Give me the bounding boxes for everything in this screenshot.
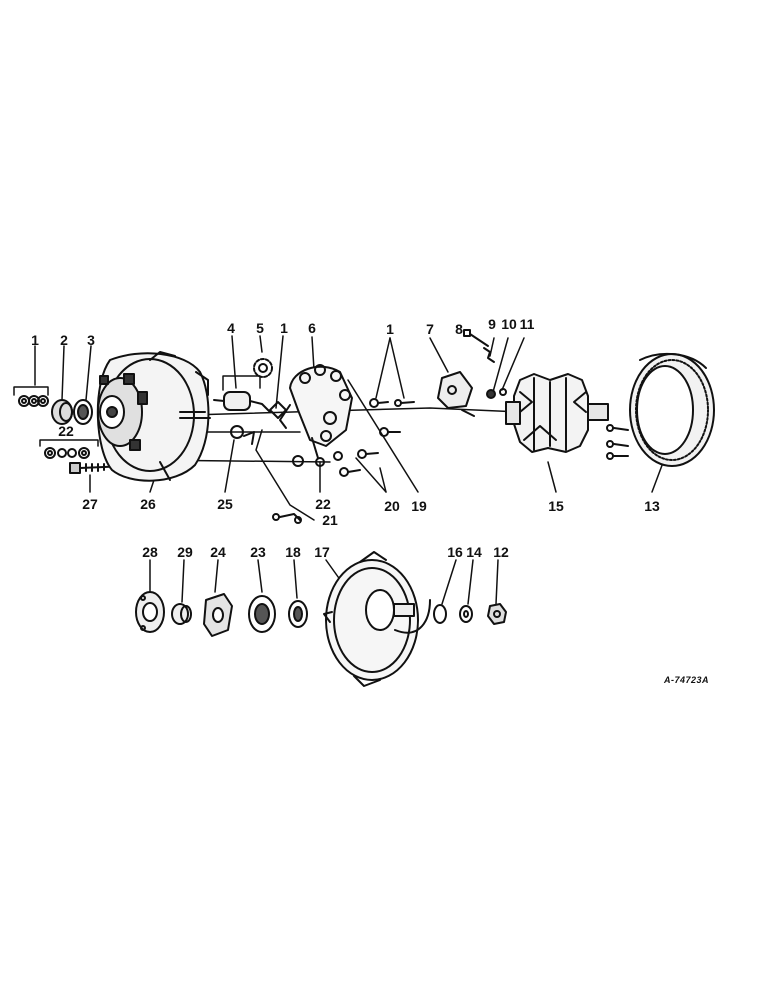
callout-5: 5 <box>256 320 264 336</box>
callout-2: 2 <box>60 332 68 348</box>
part-26-rear-housing <box>96 351 211 482</box>
part-6-rectifier <box>279 364 353 459</box>
part-4-capacitor <box>213 391 271 413</box>
part-20-insulators <box>339 449 379 477</box>
part-2-cap <box>51 399 73 425</box>
group-brackets <box>13 375 315 521</box>
part-18-seal <box>288 600 308 628</box>
part-21-strap <box>272 513 302 524</box>
callout-22-mid: 22 <box>315 496 331 512</box>
callout-1-mid: 1 <box>280 320 288 336</box>
part-3-seal <box>73 399 93 425</box>
drawing-reference-code: A-74723A <box>664 675 710 685</box>
part-22-washers <box>44 447 90 459</box>
callout-15: 15 <box>548 498 564 514</box>
part-24-plate <box>203 593 233 637</box>
callout-22-left: 22 <box>58 423 74 439</box>
part-13-stator <box>606 352 715 467</box>
part-9-spring <box>483 347 495 363</box>
part-23-bearing <box>248 595 276 633</box>
callout-17: 17 <box>314 544 330 560</box>
callout-8: 8 <box>455 321 463 337</box>
part-14-lockwasher <box>459 605 473 623</box>
part-8-brush <box>463 329 489 347</box>
callout-19: 19 <box>411 498 427 514</box>
part-12-nut <box>487 603 507 625</box>
callout-7: 7 <box>426 321 434 337</box>
callout-4: 4 <box>227 320 235 336</box>
part-5-star-washer <box>253 358 273 378</box>
part-16-spacer <box>433 604 447 624</box>
part-19-terminal <box>379 427 401 437</box>
part-10-screw <box>486 389 496 399</box>
callout-13: 13 <box>644 498 660 514</box>
part-25-bushing <box>230 425 255 445</box>
part-29-sleeve <box>171 603 192 625</box>
callout-23: 23 <box>250 544 266 560</box>
callout-25: 25 <box>217 496 233 512</box>
part-15-rotor <box>505 373 609 453</box>
callout-10: 10 <box>501 316 517 332</box>
callout-24: 24 <box>210 544 226 560</box>
callout-3: 3 <box>87 332 95 348</box>
part-1-screws-right <box>369 398 415 408</box>
callout-29: 29 <box>177 544 193 560</box>
callout-12: 12 <box>493 544 509 560</box>
part-17-front-housing <box>323 551 431 687</box>
callout-21: 21 <box>322 512 338 528</box>
callout-6: 6 <box>308 320 316 336</box>
callout-1-left: 1 <box>31 332 39 348</box>
callout-28: 28 <box>142 544 158 560</box>
callout-26: 26 <box>140 496 156 512</box>
part-7-brush-holder <box>437 371 475 417</box>
callout-18: 18 <box>285 544 301 560</box>
callout-20: 20 <box>384 498 400 514</box>
leader-lines <box>34 335 665 605</box>
part-1-washers <box>18 395 49 407</box>
callout-16: 16 <box>447 544 463 560</box>
callout-11: 11 <box>519 316 535 332</box>
part-22-washers-mid <box>292 451 343 467</box>
callout-27: 27 <box>82 496 98 512</box>
part-11-washer <box>499 388 507 396</box>
callout-14: 14 <box>466 544 482 560</box>
callout-9: 9 <box>488 316 496 332</box>
part-28-bearing-retainer <box>135 591 165 633</box>
callout-1-right: 1 <box>386 321 394 337</box>
